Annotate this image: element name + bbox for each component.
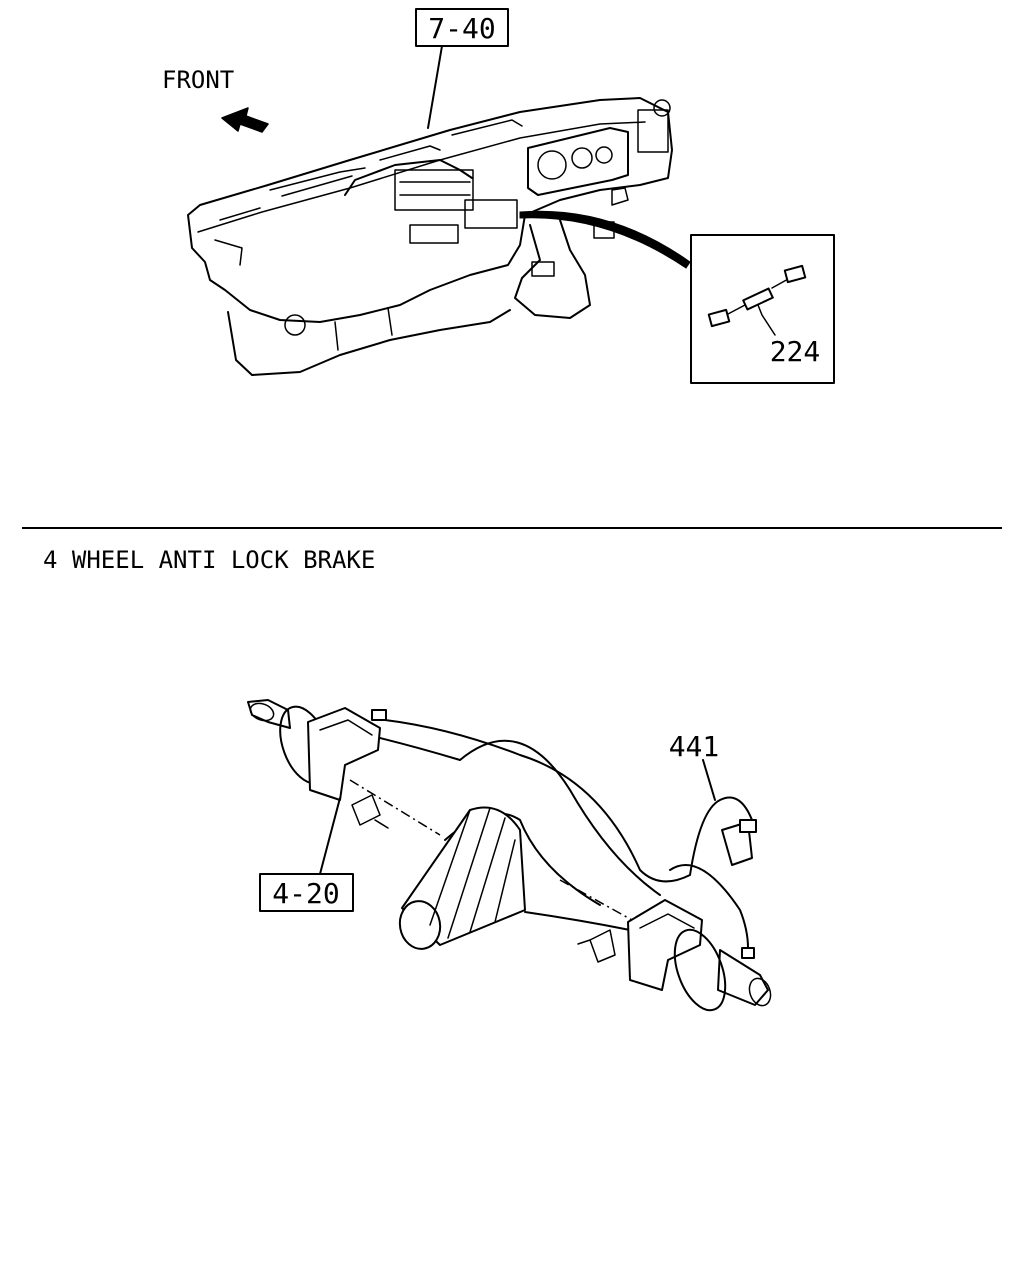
rear-axle-drawing bbox=[247, 699, 772, 1012]
harness-detail-inset bbox=[690, 234, 835, 384]
callout-7-40-label: 7-40 bbox=[428, 12, 495, 45]
front-direction-label: FRONT bbox=[162, 66, 234, 94]
callout-4-20-box bbox=[259, 873, 354, 912]
section-title: 4 WHEEL ANTI LOCK BRAKE bbox=[43, 546, 375, 574]
front-arrow-icon bbox=[221, 107, 269, 133]
dashboard-assembly-drawing bbox=[187, 97, 691, 376]
callout-7-40-box bbox=[415, 8, 509, 47]
callout-441-leader bbox=[702, 759, 716, 801]
callout-4-20-label: 4-20 bbox=[272, 877, 339, 910]
callout-224-label: 224 bbox=[770, 335, 821, 368]
callout-441-label: 441 bbox=[669, 730, 720, 763]
callout-4-20-leader bbox=[319, 797, 341, 875]
callout-7-40-leader bbox=[427, 45, 443, 129]
